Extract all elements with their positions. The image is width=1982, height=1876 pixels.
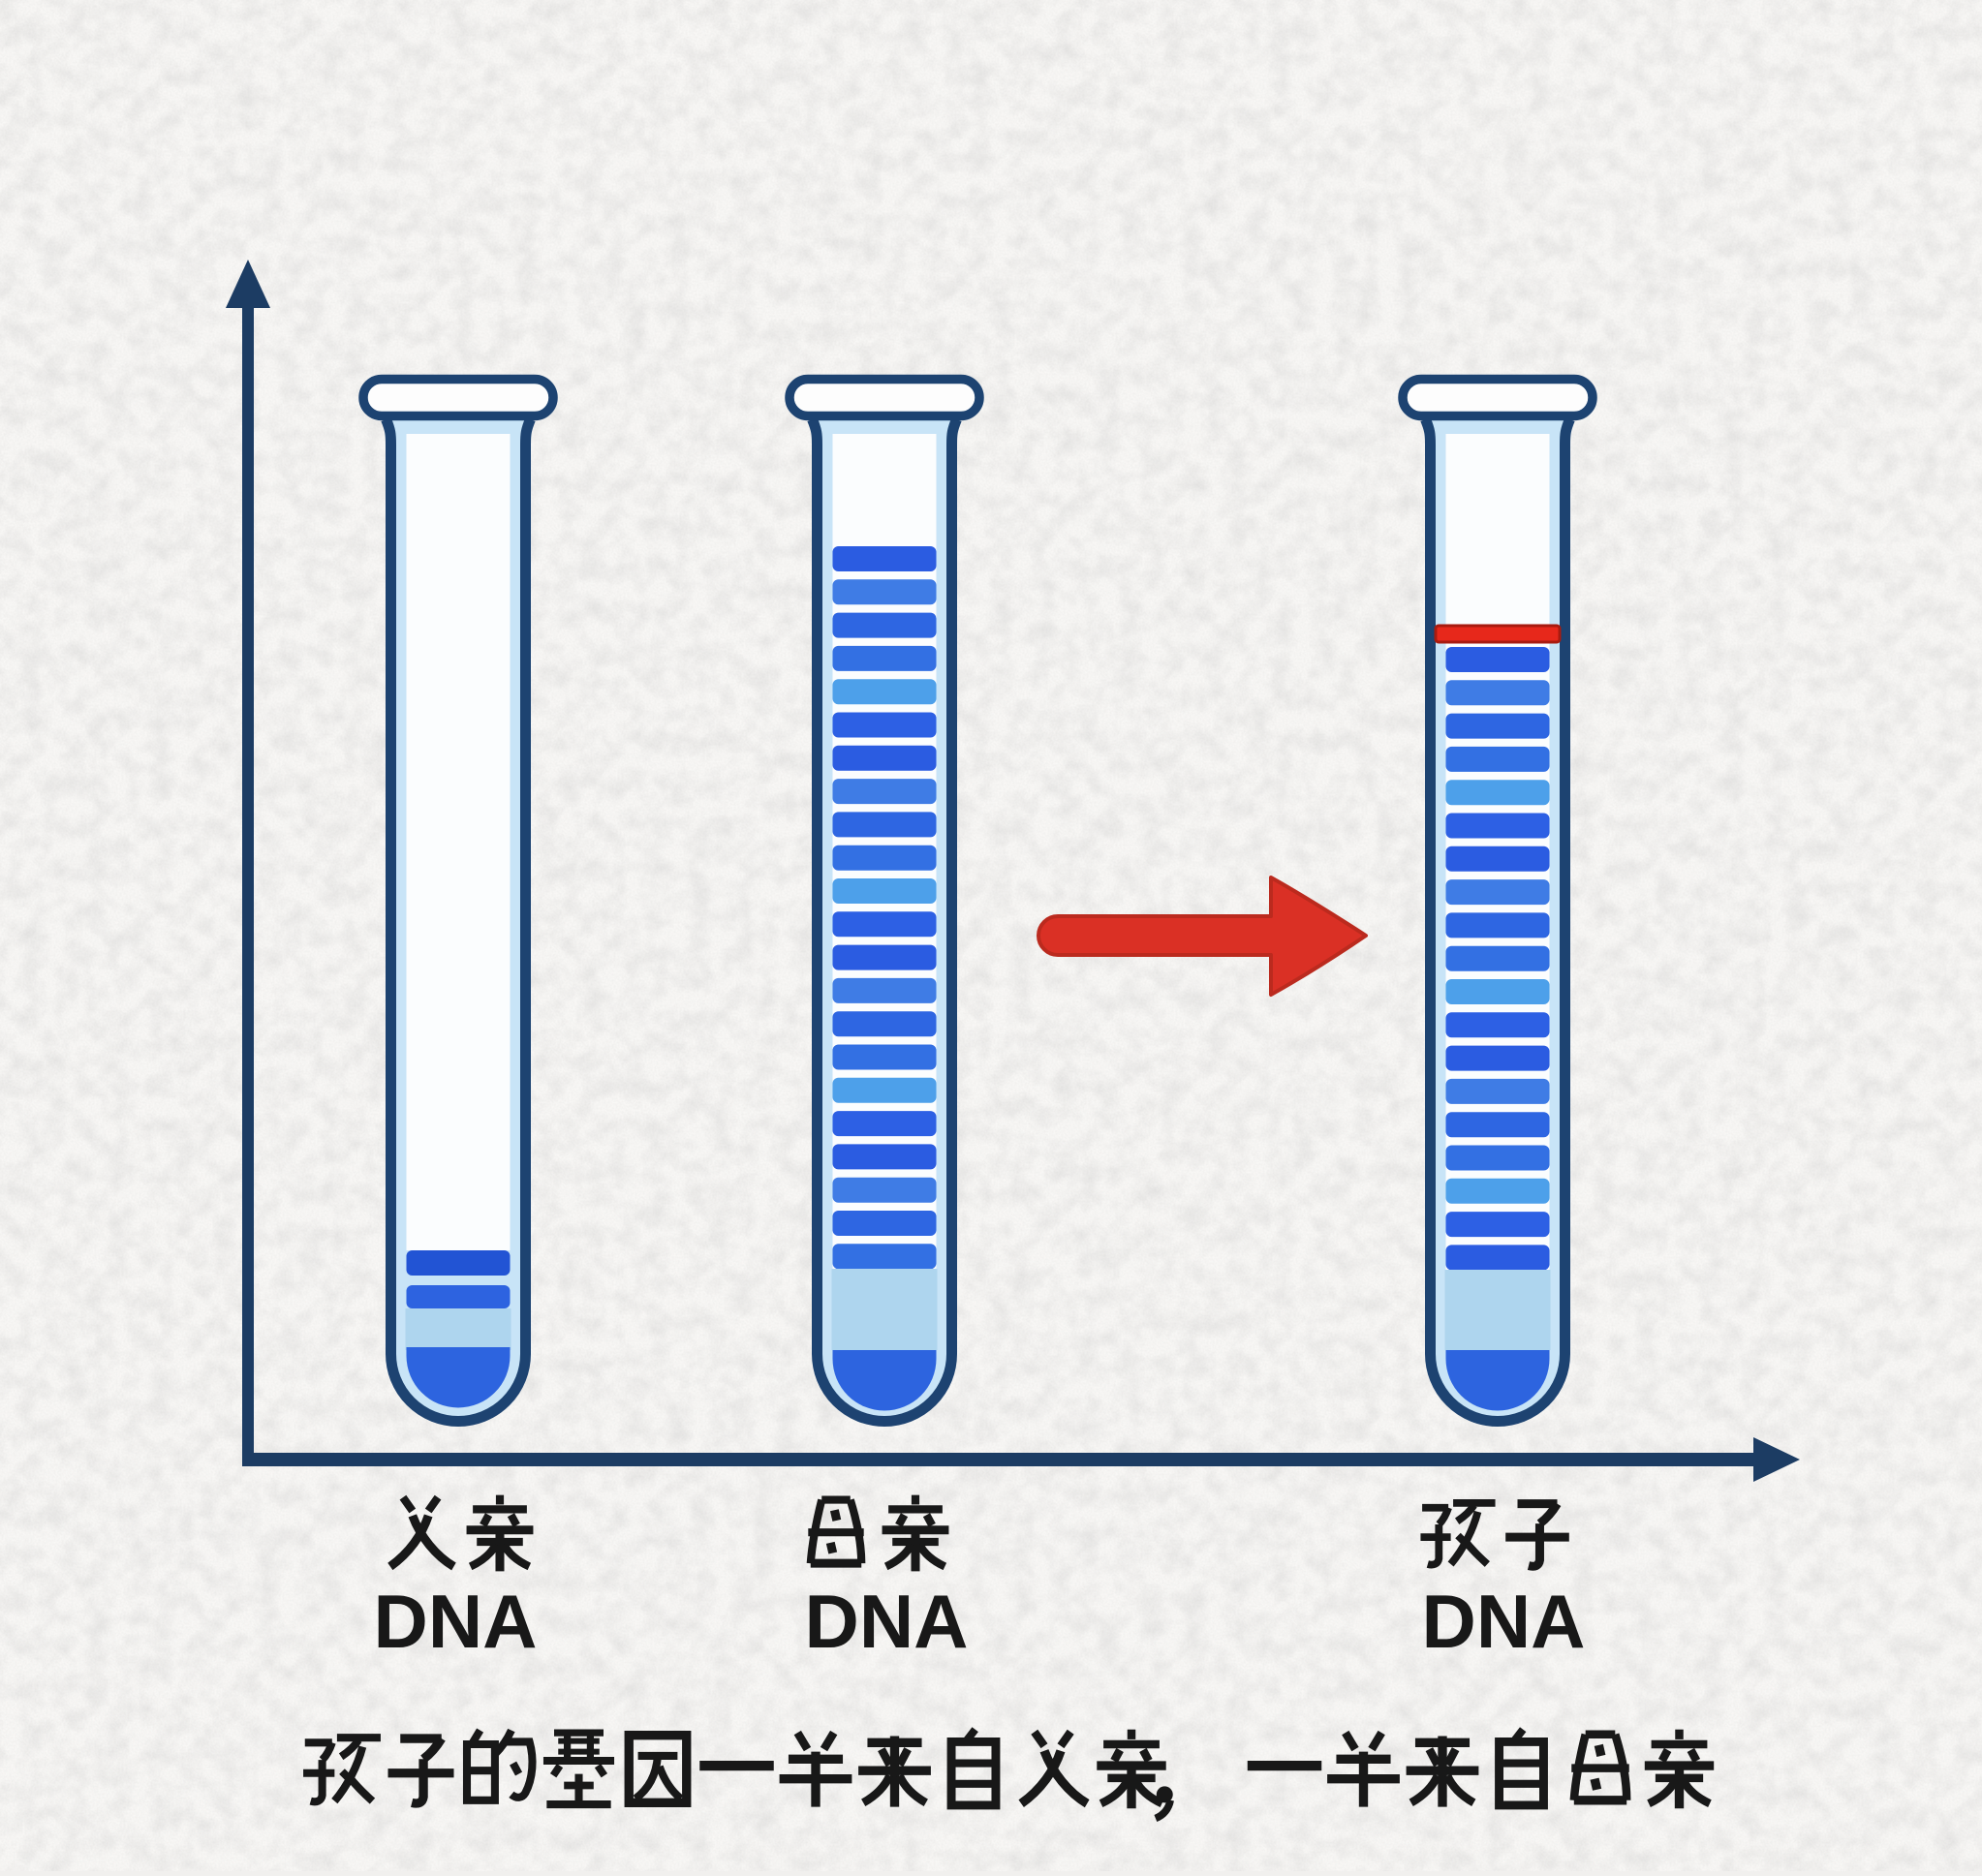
svg-text:DNA: DNA [805, 1579, 969, 1664]
svg-text:DNA: DNA [374, 1579, 538, 1664]
svg-text:DNA: DNA [1422, 1579, 1586, 1664]
